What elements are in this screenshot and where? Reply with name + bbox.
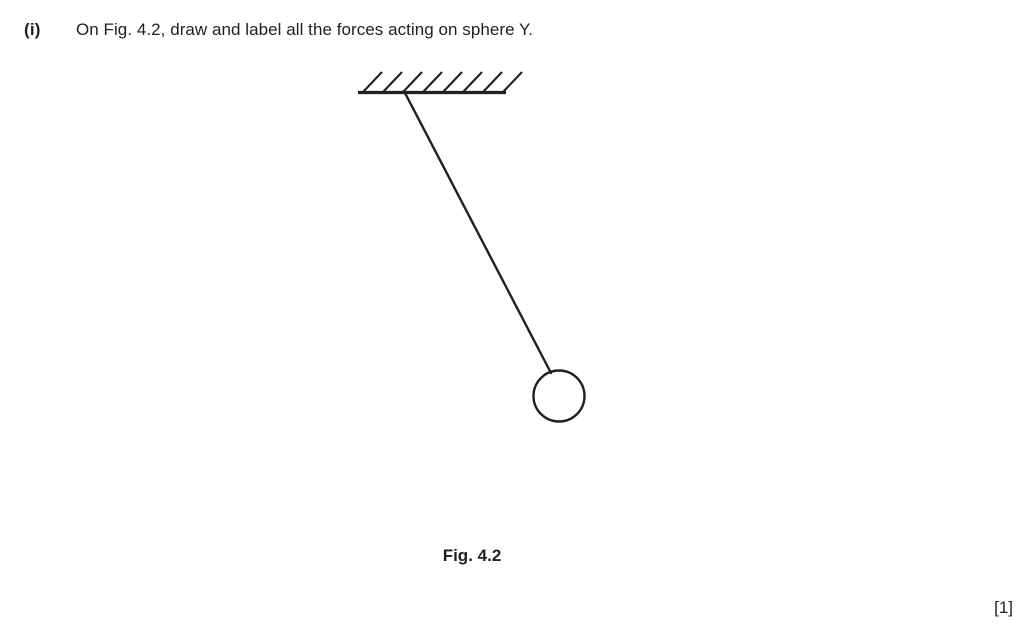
question-text: On Fig. 4.2, draw and label all the forc… [76, 20, 534, 39]
string-line-icon [403, 91, 553, 375]
question-line: (i) On Fig. 4.2, draw and label all the … [24, 20, 533, 40]
sphere-y-icon [532, 369, 586, 423]
ceiling-hatching-icon [362, 71, 523, 93]
question-part-marker: (i) [24, 20, 41, 39]
marks-allocation: [1] [994, 598, 1013, 617]
figure-caption: Fig. 4.2 [442, 546, 502, 565]
